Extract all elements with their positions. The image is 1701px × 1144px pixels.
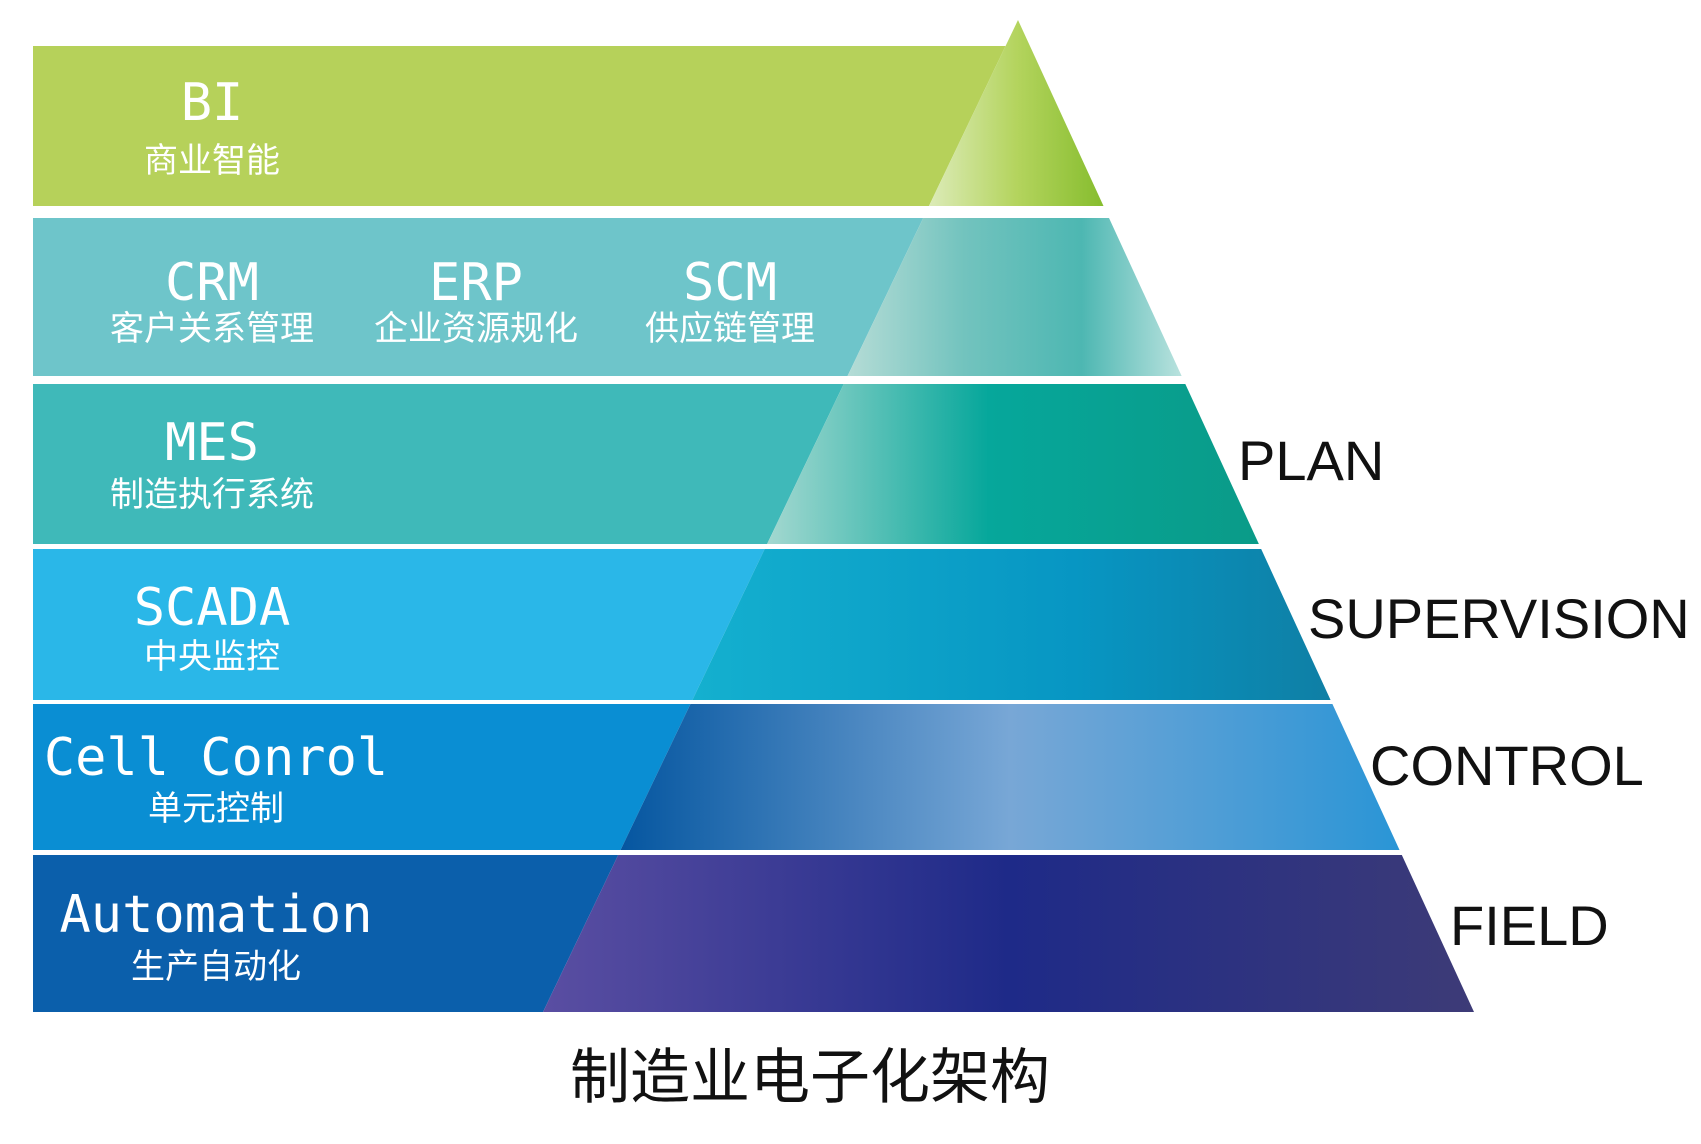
module-name-bi-0: 商业智能: [144, 141, 280, 181]
module-code-cell-control-0: Cell Conrol: [44, 728, 388, 788]
layer-band-bi: [33, 46, 1006, 206]
layer-band-crm-erp-scm: [33, 218, 924, 376]
module-name-crm-erp-scm-0: 客户关系管理: [110, 309, 314, 349]
pyramid-segment-automation: [543, 855, 1474, 1012]
module-name-mes-0: 制造执行系统: [110, 475, 314, 515]
pyramid-segment-bi: [928, 20, 1104, 206]
module-name-crm-erp-scm-1: 企业资源规化: [374, 309, 578, 349]
diagram-title: 制造业电子化架构: [570, 1043, 1050, 1113]
pyramid-segment-crm-erp-scm: [847, 218, 1182, 376]
module-name-scada-0: 中央监控: [144, 637, 280, 677]
level-label-field: FIELD: [1450, 894, 1609, 957]
layer-band-scada: [33, 549, 765, 700]
layer-band-automation: [33, 855, 619, 1012]
module-code-crm-erp-scm-2: SCM: [683, 253, 777, 313]
pyramid-segment-scada: [692, 549, 1331, 700]
module-code-mes-0: MES: [165, 413, 259, 473]
module-name-cell-control-0: 单元控制: [148, 789, 284, 829]
module-name-automation-0: 生产自动化: [131, 947, 301, 987]
module-code-automation-0: Automation: [59, 885, 372, 945]
layer-band-cell-control: [33, 704, 691, 850]
pyramid-segment-cell-control: [620, 704, 1400, 850]
module-name-crm-erp-scm-2: 供应链管理: [645, 309, 815, 349]
pyramid-segment-mes: [767, 384, 1259, 544]
module-code-scada-0: SCADA: [134, 578, 291, 638]
level-label-control: CONTROL: [1370, 734, 1644, 797]
level-label-plan: PLAN: [1238, 429, 1384, 492]
module-code-crm-erp-scm-1: ERP: [429, 253, 523, 313]
module-code-crm-erp-scm-0: CRM: [165, 253, 259, 313]
level-label-supervision: SUPERVISION: [1308, 587, 1690, 650]
layer-band-mes: [33, 384, 844, 544]
module-code-bi-0: BI: [181, 73, 244, 133]
